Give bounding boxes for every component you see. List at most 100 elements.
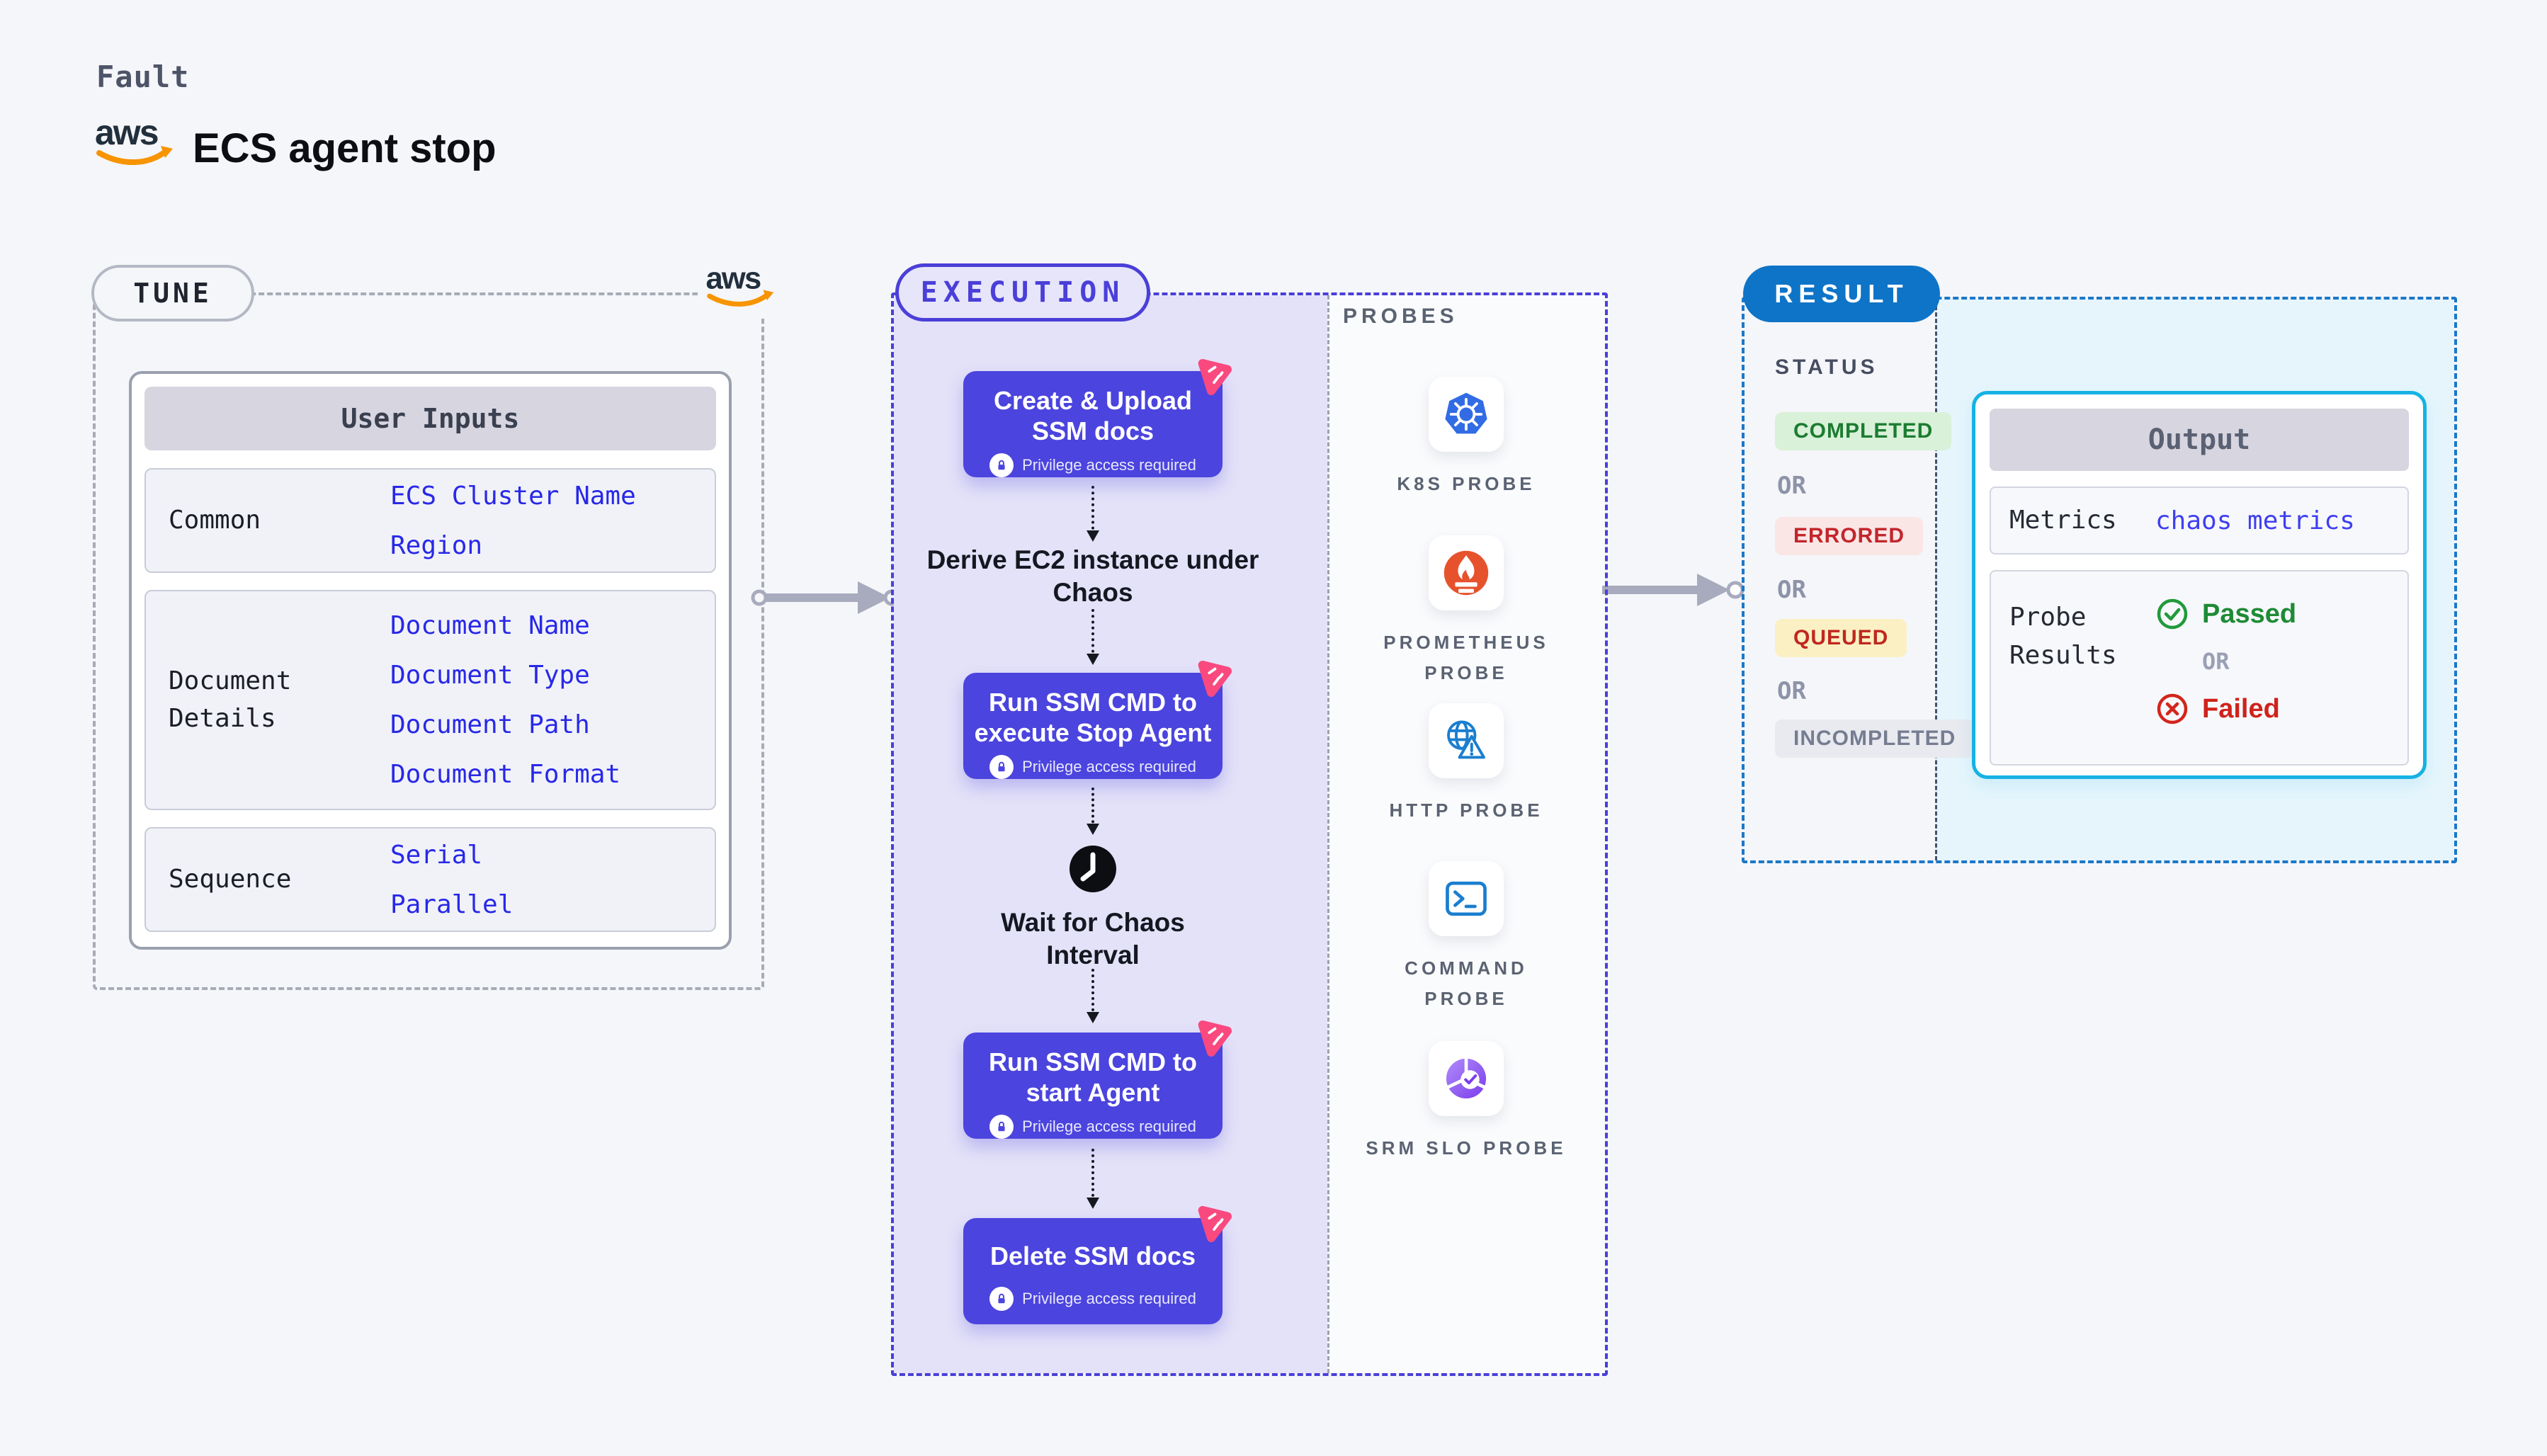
aws-wordmark: aws (95, 115, 158, 152)
prometheus-probe-card[interactable] (1429, 535, 1504, 610)
http-probe-label: HTTP PROBE (1389, 800, 1543, 821)
row-label: Document Details (169, 666, 292, 733)
link-ecs-cluster-name[interactable]: ECS Cluster Name (390, 481, 636, 511)
chaos-flag-icon (1198, 661, 1232, 698)
link-document-type[interactable]: Document Type (390, 661, 590, 690)
result-badge: RESULT (1743, 266, 1940, 322)
flow-arrow-down (1087, 1149, 1099, 1209)
http-probe-card[interactable] (1429, 703, 1504, 778)
prometheus-icon (1443, 550, 1489, 596)
chaos-metrics-link[interactable]: chaos metrics (2155, 506, 2355, 535)
or-separator: OR (1777, 472, 1806, 500)
status-badge-completed: COMPLETED (1775, 412, 1952, 450)
row-label: Sequence (169, 864, 292, 894)
tune-aws-logo-block: aws (698, 255, 785, 319)
probes-heading: PROBES (1343, 305, 1458, 328)
output-box: Output Metrics chaos metrics Probe Resul… (1972, 391, 2427, 779)
command-probe-label: COMMAND PROBE (1405, 957, 1528, 1009)
svg-text:aws: aws (705, 262, 761, 296)
status-badge-incompleted: INCOMPLETED (1775, 720, 1975, 758)
status-heading: STATUS (1775, 356, 1878, 379)
step-derive-ec2-instance: Derive EC2 instance under Chaos (926, 545, 1259, 608)
row-label: Common (169, 505, 261, 535)
kubernetes-icon (1445, 392, 1487, 434)
step-run-ssm-cmd-start-agent[interactable]: Run SSM CMD to start Agent Privilege acc… (963, 1020, 1232, 1139)
failed-line: Failed (2155, 692, 2296, 726)
check-circle-icon (2157, 598, 2188, 630)
step-wait-for-chaos-interval: Wait for Chaos Interval (1001, 908, 1185, 970)
step-run-ssm-cmd-stop-agent[interactable]: Run SSM CMD to execute Stop Agent Privil… (963, 661, 1232, 780)
link-parallel[interactable]: Parallel (390, 889, 514, 919)
privilege-label: Privilege access required (1022, 1117, 1196, 1136)
status-badge-queued: QUEUED (1775, 619, 1907, 657)
flow-arrow-tune-to-execution (751, 581, 900, 614)
link-document-name[interactable]: Document Name (390, 611, 590, 640)
aws-smile-arrow (161, 146, 173, 158)
or-separator: OR (1777, 677, 1806, 705)
lock-icon (989, 1287, 1014, 1312)
srm-slo-probe-card[interactable] (1429, 1041, 1504, 1116)
http-globe-icon (1447, 720, 1485, 759)
table-row-common: Common ECS Cluster Name Region (144, 468, 716, 573)
clock-icon (1070, 846, 1116, 892)
terminal-icon (1446, 881, 1487, 916)
passed-label: Passed (2202, 598, 2297, 629)
privilege-label: Privilege access required (1022, 456, 1196, 474)
aws-logo: aws (95, 115, 173, 166)
step-title: Run SSM CMD to execute Stop Agent (974, 688, 1212, 748)
probe-results-row: Probe Results Passed OR Failed (1990, 570, 2409, 766)
privilege-label: Privilege access required (1022, 1290, 1196, 1308)
step-title: Create & Upload SSM docs (993, 386, 1193, 446)
row-links: Document Name Document Type Document Pat… (390, 591, 715, 809)
flow-arrow-down (1087, 609, 1099, 665)
tune-badge: TUNE (91, 265, 254, 322)
lock-icon (989, 1115, 1014, 1139)
failed-label: Failed (2202, 693, 2280, 724)
command-probe-card[interactable] (1429, 861, 1504, 936)
srm-slo-probe-label: SRM SLO PROBE (1366, 1137, 1567, 1159)
fault-kicker: Fault (96, 59, 190, 94)
step-create-upload-ssm-docs[interactable]: Create & Upload SSM docs Privilege acces… (963, 359, 1232, 478)
lock-icon (989, 453, 1014, 478)
or-separator: OR (2202, 648, 2230, 675)
link-region[interactable]: Region (390, 530, 483, 560)
x-circle-icon (2157, 693, 2188, 724)
chaos-flag-icon (1198, 1020, 1232, 1057)
privilege-label: Privilege access required (1022, 758, 1196, 776)
aws-smile-icon (96, 147, 170, 166)
user-inputs-title: User Inputs (144, 387, 716, 450)
execution-badge: EXECUTION (895, 263, 1150, 322)
table-row-document-details: Document Details Document Name Document … (144, 590, 716, 810)
k8s-probe-card[interactable] (1429, 377, 1504, 452)
link-document-path[interactable]: Document Path (390, 710, 590, 739)
status-badge-errored: ERRORED (1775, 517, 1924, 555)
flow-arrow-down (1087, 787, 1099, 835)
lock-icon (989, 755, 1014, 780)
srm-slo-icon (1446, 1057, 1487, 1099)
probe-results-label: Probe Results (2009, 603, 2117, 670)
step-title: Run SSM CMD to start Agent (989, 1047, 1197, 1108)
k8s-probe-label: K8S PROBE (1397, 473, 1536, 494)
user-inputs-table: User Inputs Common ECS Cluster Name Regi… (129, 371, 732, 950)
link-document-format[interactable]: Document Format (390, 760, 621, 789)
chaos-flag-icon (1198, 1206, 1232, 1243)
privilege-row: Privilege access required (963, 1115, 1223, 1139)
page-title: ECS agent stop (193, 125, 497, 171)
tune-section-frame (93, 292, 764, 990)
chaos-flag-icon (1198, 359, 1232, 396)
link-serial[interactable]: Serial (390, 840, 483, 870)
flow-arrow-down (1087, 969, 1099, 1023)
probe-results-values: Passed OR Failed (2155, 571, 2296, 764)
privilege-row: Privilege access required (963, 755, 1223, 780)
flow-arrow-down (1087, 486, 1099, 542)
step-title: Delete SSM docs (989, 1241, 1196, 1270)
row-links: Serial Parallel (390, 829, 715, 931)
privilege-row: Privilege access required (963, 453, 1223, 478)
row-links: ECS Cluster Name Region (390, 470, 715, 571)
aws-logo-small: aws (705, 262, 774, 307)
metrics-label: Metrics (2009, 506, 2117, 535)
or-separator: OR (1777, 576, 1806, 604)
flow-arrow-execution-to-result (1602, 574, 1745, 606)
step-delete-ssm-docs[interactable]: Delete SSM docs Privilege access require… (963, 1206, 1232, 1324)
